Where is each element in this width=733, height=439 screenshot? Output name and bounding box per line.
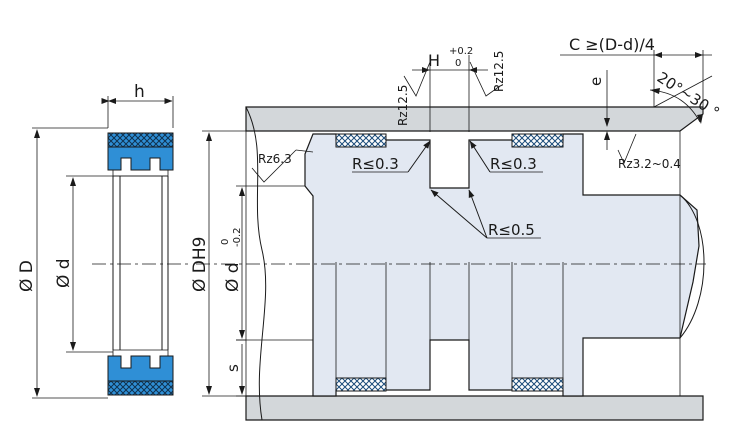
groove-width-tol-lower: 0 (455, 58, 461, 69)
groove-width-label: H (428, 51, 440, 70)
seal-top-profile (107, 132, 174, 177)
rod-body (304, 133, 700, 397)
bore-diameter-label: Ø DH9 (190, 237, 210, 292)
seal-ring-bottom-right (511, 377, 564, 392)
seal-ring-top-right (511, 133, 564, 148)
rod-diameter-label: Ø d (223, 262, 243, 292)
rod-tol-upper: 0 (220, 239, 231, 245)
roughness-bore-label: Rz6.3 (258, 152, 292, 166)
s-label: s (224, 364, 242, 372)
housing-top (245, 106, 704, 132)
seal-ring-bottom-left (335, 377, 387, 392)
installation-view: H +0.2 0 Rz12.5 Rz12.5 C ≥(D-d)/4 20°~30… (190, 35, 723, 421)
chamfer-label: C ≥(D-d)/4 (569, 35, 655, 54)
outer-diameter-label: Ø D (17, 260, 37, 292)
inner-diameter-label: Ø d (54, 258, 74, 288)
radius-center-label: R≤0.5 (488, 221, 535, 239)
roughness-chamfer-label: Rz3.2~0.4 (618, 157, 681, 171)
seal-bottom-profile (107, 349, 174, 396)
roughness-right-label: Rz12.5 (492, 51, 506, 92)
e-label: e (587, 77, 605, 86)
seal-width-label: h (134, 82, 145, 102)
radius-left-label: R≤0.3 (352, 155, 399, 173)
radius-right-label: R≤0.3 (490, 155, 537, 173)
groove-width-tol-upper: +0.2 (449, 46, 473, 57)
seal-section-view: h Ø D Ø d (17, 82, 190, 399)
seal-ring-top-left (335, 133, 387, 148)
roughness-left-label: Rz12.5 (396, 85, 410, 126)
rod-tol-lower: -0.2 (232, 227, 243, 247)
housing-bottom (245, 395, 704, 421)
